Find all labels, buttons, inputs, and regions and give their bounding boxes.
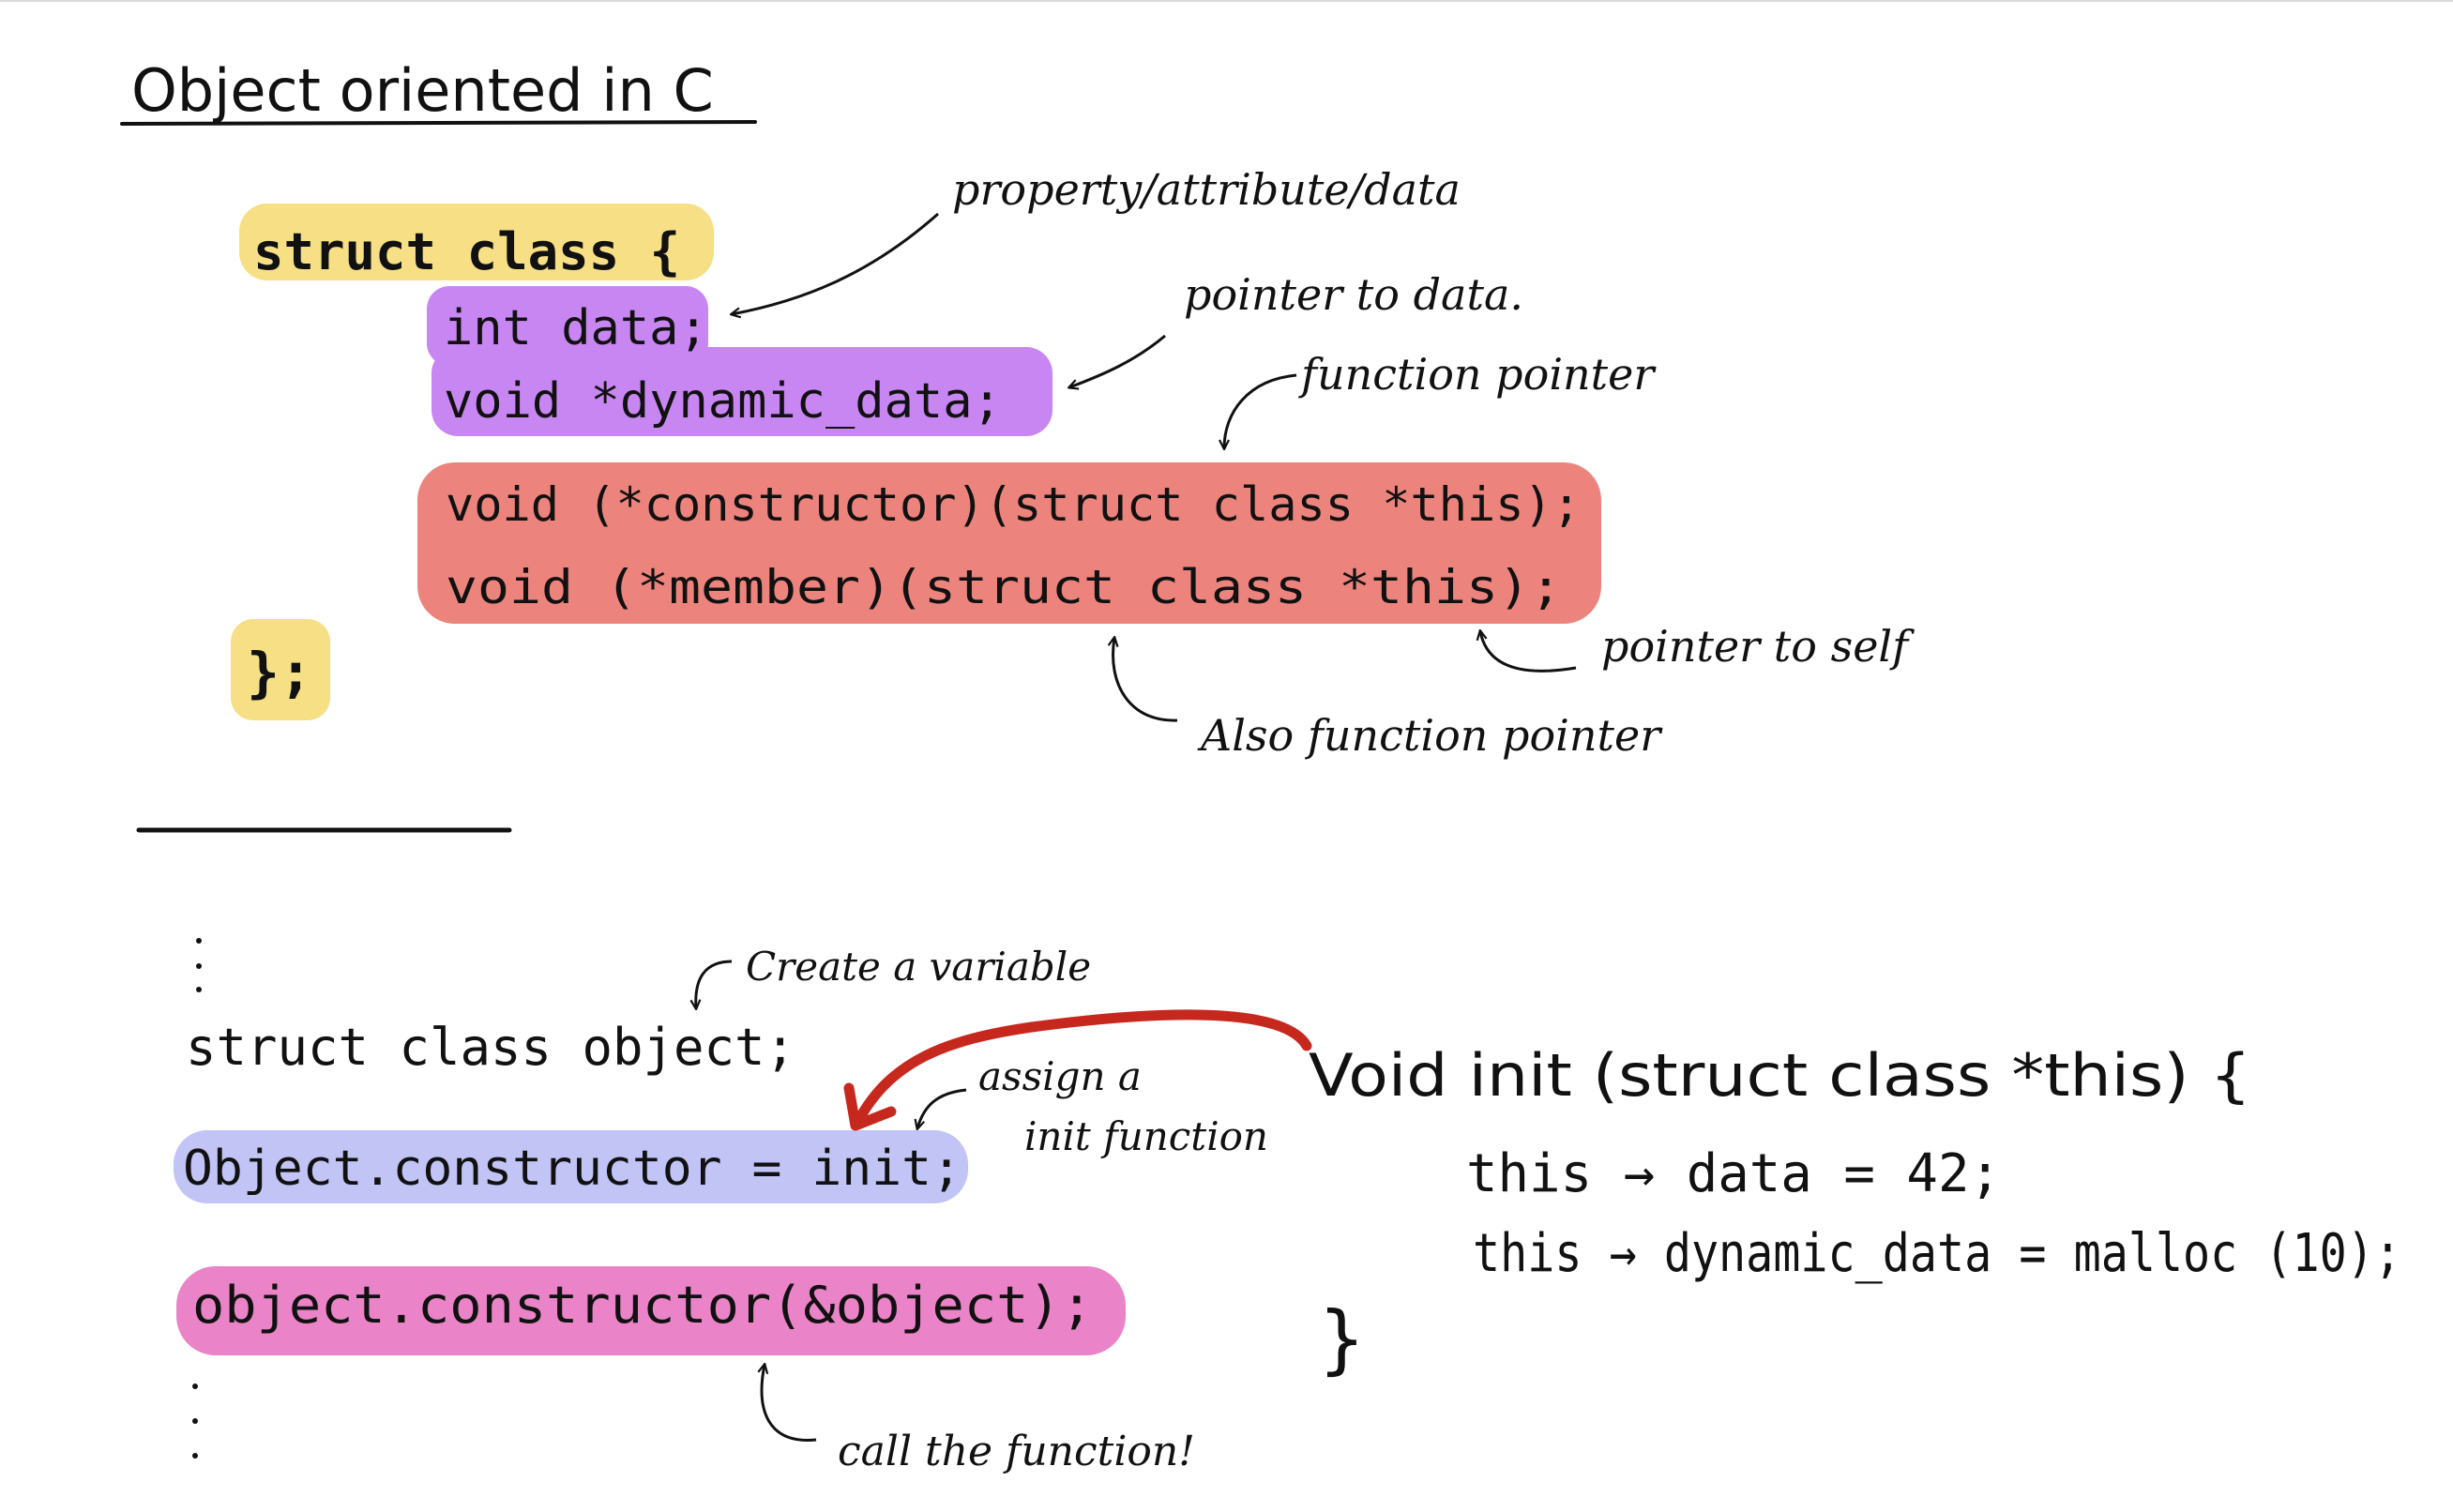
data-fields-highlight-b bbox=[432, 347, 1052, 436]
assign-line-highlight bbox=[174, 1130, 968, 1203]
arrow-icon bbox=[917, 1088, 967, 1128]
note-pointer-to-data: pointer to data. bbox=[1184, 269, 1523, 320]
struct-open-highlight bbox=[239, 204, 714, 280]
struct-open-line: struct class { bbox=[253, 222, 680, 281]
note-assign-a: assign a bbox=[978, 1053, 1142, 1099]
arrow-icon bbox=[1113, 638, 1178, 722]
note-property: property/attribute/data bbox=[952, 164, 1461, 215]
function-pointers-highlight bbox=[417, 462, 1601, 624]
struct-field-dynamic: void *dynamic_data; bbox=[444, 373, 1002, 430]
note-function-pointer: function pointer bbox=[1298, 349, 1657, 400]
struct-field-constructor: void (*constructor)(struct class *this); bbox=[446, 477, 1581, 532]
struct-field-data: int data; bbox=[444, 300, 708, 356]
data-fields-highlight bbox=[427, 286, 708, 366]
arrow-icon bbox=[762, 1365, 817, 1442]
note-pointer-to-self: pointer to self bbox=[1601, 621, 1915, 672]
struct-close-highlight bbox=[231, 619, 330, 720]
page-title: Object oriented in C bbox=[131, 56, 714, 125]
note-call-function: call the function! bbox=[838, 1428, 1195, 1475]
arrow-icon bbox=[1224, 373, 1297, 448]
usage-declare-line: struct class object; bbox=[186, 1018, 795, 1077]
init-fn-line2: this → dynamic_data = malloc (10); bbox=[1473, 1223, 2401, 1284]
arrow-icon bbox=[732, 212, 939, 314]
init-fn-close: } bbox=[1318, 1295, 1366, 1383]
ellipsis-dots-icon bbox=[192, 1383, 198, 1459]
ellipsis-dots-icon bbox=[196, 938, 202, 992]
note-also-function-pointer: Also function pointer bbox=[1197, 710, 1663, 761]
arrow-icon bbox=[1069, 334, 1166, 387]
arrow-icon bbox=[696, 960, 733, 1008]
usage-call-line: object.constructor(&object); bbox=[192, 1276, 1093, 1335]
top-border bbox=[0, 0, 2453, 2]
title-underline bbox=[120, 120, 757, 126]
struct-close-line: }; bbox=[247, 641, 312, 704]
init-fn-line1: this → data = 42; bbox=[1466, 1143, 2001, 1204]
usage-assign-line: Object.constructor = init; bbox=[183, 1141, 962, 1197]
struct-field-member: void (*member)(struct class *this); bbox=[446, 560, 1562, 614]
call-line-highlight bbox=[176, 1266, 1126, 1355]
note-create-variable: Create a variable bbox=[746, 944, 1091, 990]
red-assign-arrow bbox=[853, 1009, 1312, 1126]
red-arrowhead-icon bbox=[843, 1082, 897, 1131]
init-fn-signature: Void init (struct class *this) { bbox=[1309, 1041, 2251, 1110]
note-init-function: init function bbox=[1024, 1113, 1268, 1159]
arrow-icon bbox=[1480, 631, 1577, 673]
